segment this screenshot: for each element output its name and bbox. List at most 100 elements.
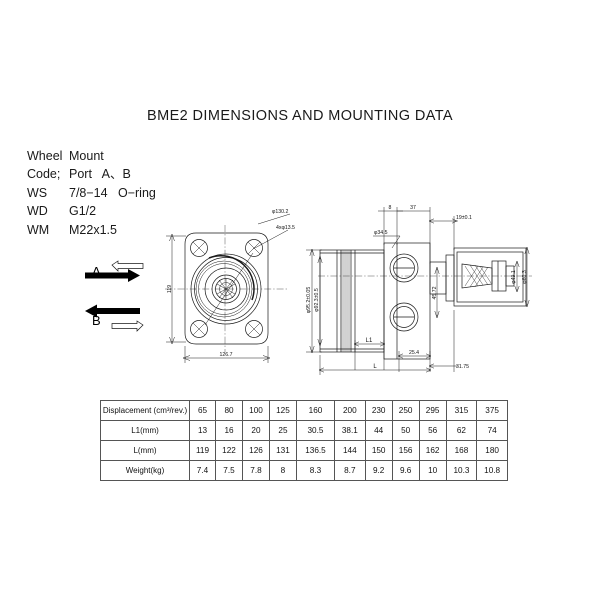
leader-port-boss bbox=[391, 235, 401, 249]
cell: 50 bbox=[391, 420, 420, 441]
arrow-a-outline bbox=[111, 260, 144, 272]
seal-arc bbox=[208, 255, 255, 301]
cell: 16 bbox=[215, 420, 243, 441]
spec-value: Port A、B bbox=[69, 167, 131, 182]
spec-row: WM M22x1.5 bbox=[27, 221, 156, 239]
cell: 180 bbox=[476, 440, 508, 461]
arrow-a-solid bbox=[85, 269, 140, 282]
cell: 10 bbox=[418, 460, 447, 481]
dimensions-table: Displacement (cm³/rev.) 65 80 100 125 16… bbox=[100, 400, 508, 481]
spec-value: Mount bbox=[69, 149, 104, 163]
leader-bolt-circle bbox=[257, 213, 291, 225]
cell: 168 bbox=[445, 440, 478, 461]
arrow-b-solid bbox=[85, 304, 140, 318]
table-row: L(mm) 119 122 126 131 136.5 144 150 156 … bbox=[100, 440, 508, 461]
spec-key: WS bbox=[27, 185, 48, 200]
hub-circle-3 bbox=[195, 260, 253, 318]
row-header: L(mm) bbox=[100, 440, 190, 461]
page-title: BME2 DIMENSIONS AND MOUNTING DATA bbox=[147, 108, 453, 124]
cell: 38.1 bbox=[334, 420, 366, 441]
dim-shaft-dia-1: φ49.1 bbox=[511, 270, 517, 284]
cell: 44 bbox=[364, 420, 393, 441]
hub-circle-outer bbox=[190, 253, 262, 325]
cell: 119 bbox=[189, 440, 216, 461]
cell: 7.4 bbox=[189, 460, 216, 481]
dim-bolt-holes: 4xφ13.5 bbox=[276, 225, 295, 231]
dim-body-od: φ92.3±0.5 bbox=[314, 288, 320, 312]
spec-value: 7/8−14 O−ring bbox=[69, 185, 156, 200]
cell: 9.2 bbox=[364, 460, 393, 481]
dim-top-c: 19±0.1 bbox=[456, 215, 472, 221]
cell: 131 bbox=[268, 440, 297, 461]
hub-circle-5 bbox=[204, 267, 248, 311]
mounting-hole-tr bbox=[245, 239, 263, 257]
dim-flange-thk: 31.75 bbox=[456, 364, 469, 370]
port-block bbox=[383, 242, 431, 360]
dim-front-height: 119 bbox=[167, 285, 173, 293]
cell: 125 bbox=[268, 400, 297, 421]
cell: 20 bbox=[241, 420, 270, 441]
cell: 74 bbox=[476, 420, 508, 441]
row-header: Displacement (cm³/rev.) bbox=[100, 400, 190, 421]
cell: 8.7 bbox=[334, 460, 366, 481]
cell: 150 bbox=[364, 440, 393, 461]
cell: 62 bbox=[445, 420, 478, 441]
cell: 65 bbox=[189, 400, 216, 421]
cell: 230 bbox=[364, 400, 393, 421]
row-header: L1(mm) bbox=[100, 420, 190, 441]
front-view: φ130.2 4xφ13.5 119 126.7 A B bbox=[85, 209, 295, 363]
cell: 7.5 bbox=[215, 460, 243, 481]
spec-key: WD bbox=[27, 204, 48, 219]
gerotor-hatch bbox=[340, 250, 350, 352]
leader-hole-diag bbox=[204, 252, 254, 326]
mounting-hole-br bbox=[245, 320, 263, 338]
spec-row: WD G1/2 bbox=[27, 202, 156, 220]
shaft-nut bbox=[505, 265, 515, 287]
mounting-hole-bl bbox=[190, 320, 208, 338]
cell: 375 bbox=[476, 400, 508, 421]
cell: 295 bbox=[418, 400, 447, 421]
cell: 8 bbox=[268, 460, 297, 481]
shaft-housing-inner bbox=[456, 251, 524, 303]
dim-port-spacing: 45.72 bbox=[432, 286, 438, 299]
cell: 100 bbox=[241, 400, 270, 421]
table-row: Weight(kg) 7.4 7.5 7.8 8 8.3 8.7 9.2 9.6… bbox=[100, 460, 508, 481]
dim-shaft-len: 25.4 bbox=[409, 350, 419, 356]
cell: 315 bbox=[445, 400, 478, 421]
mounting-hole-tl bbox=[190, 239, 208, 257]
cell: 7.8 bbox=[241, 460, 270, 481]
cell: 136.5 bbox=[295, 440, 336, 461]
spec-row: WS 7/8−14 O−ring bbox=[27, 184, 156, 202]
spec-value: M22x1.5 bbox=[69, 222, 117, 237]
dim-bolt-circle: φ130.2 bbox=[272, 209, 288, 215]
dim-top-b: 37 bbox=[410, 205, 416, 211]
spec-key: WM bbox=[27, 222, 50, 237]
table-row: Displacement (cm³/rev.) 65 80 100 125 16… bbox=[100, 400, 508, 421]
cell: 8.3 bbox=[295, 460, 336, 481]
flow-label-b: B bbox=[92, 313, 101, 328]
cell: 56 bbox=[418, 420, 447, 441]
cell: 13 bbox=[189, 420, 216, 441]
cell: 250 bbox=[391, 400, 420, 421]
cell: 80 bbox=[215, 400, 243, 421]
spline-teeth bbox=[216, 278, 236, 300]
dim-top-a: 8 bbox=[389, 205, 392, 211]
cell: 10.8 bbox=[476, 460, 508, 481]
cell: 160 bbox=[295, 400, 336, 421]
cell: 122 bbox=[215, 440, 243, 461]
dim-front-width: 126.7 bbox=[220, 352, 233, 358]
dim-l: L bbox=[373, 364, 377, 370]
cell: 126 bbox=[241, 440, 270, 461]
dim-port-boss: φ34.5 bbox=[374, 230, 388, 236]
hub-circle-6 bbox=[211, 274, 241, 304]
dim-shaft-dia-2: φ60.3 bbox=[522, 270, 528, 284]
flange-outline bbox=[184, 232, 269, 345]
cell: 10.3 bbox=[445, 460, 478, 481]
cell: 144 bbox=[334, 440, 366, 461]
spec-value: G1/2 bbox=[69, 204, 97, 219]
cell: 162 bbox=[418, 440, 447, 461]
